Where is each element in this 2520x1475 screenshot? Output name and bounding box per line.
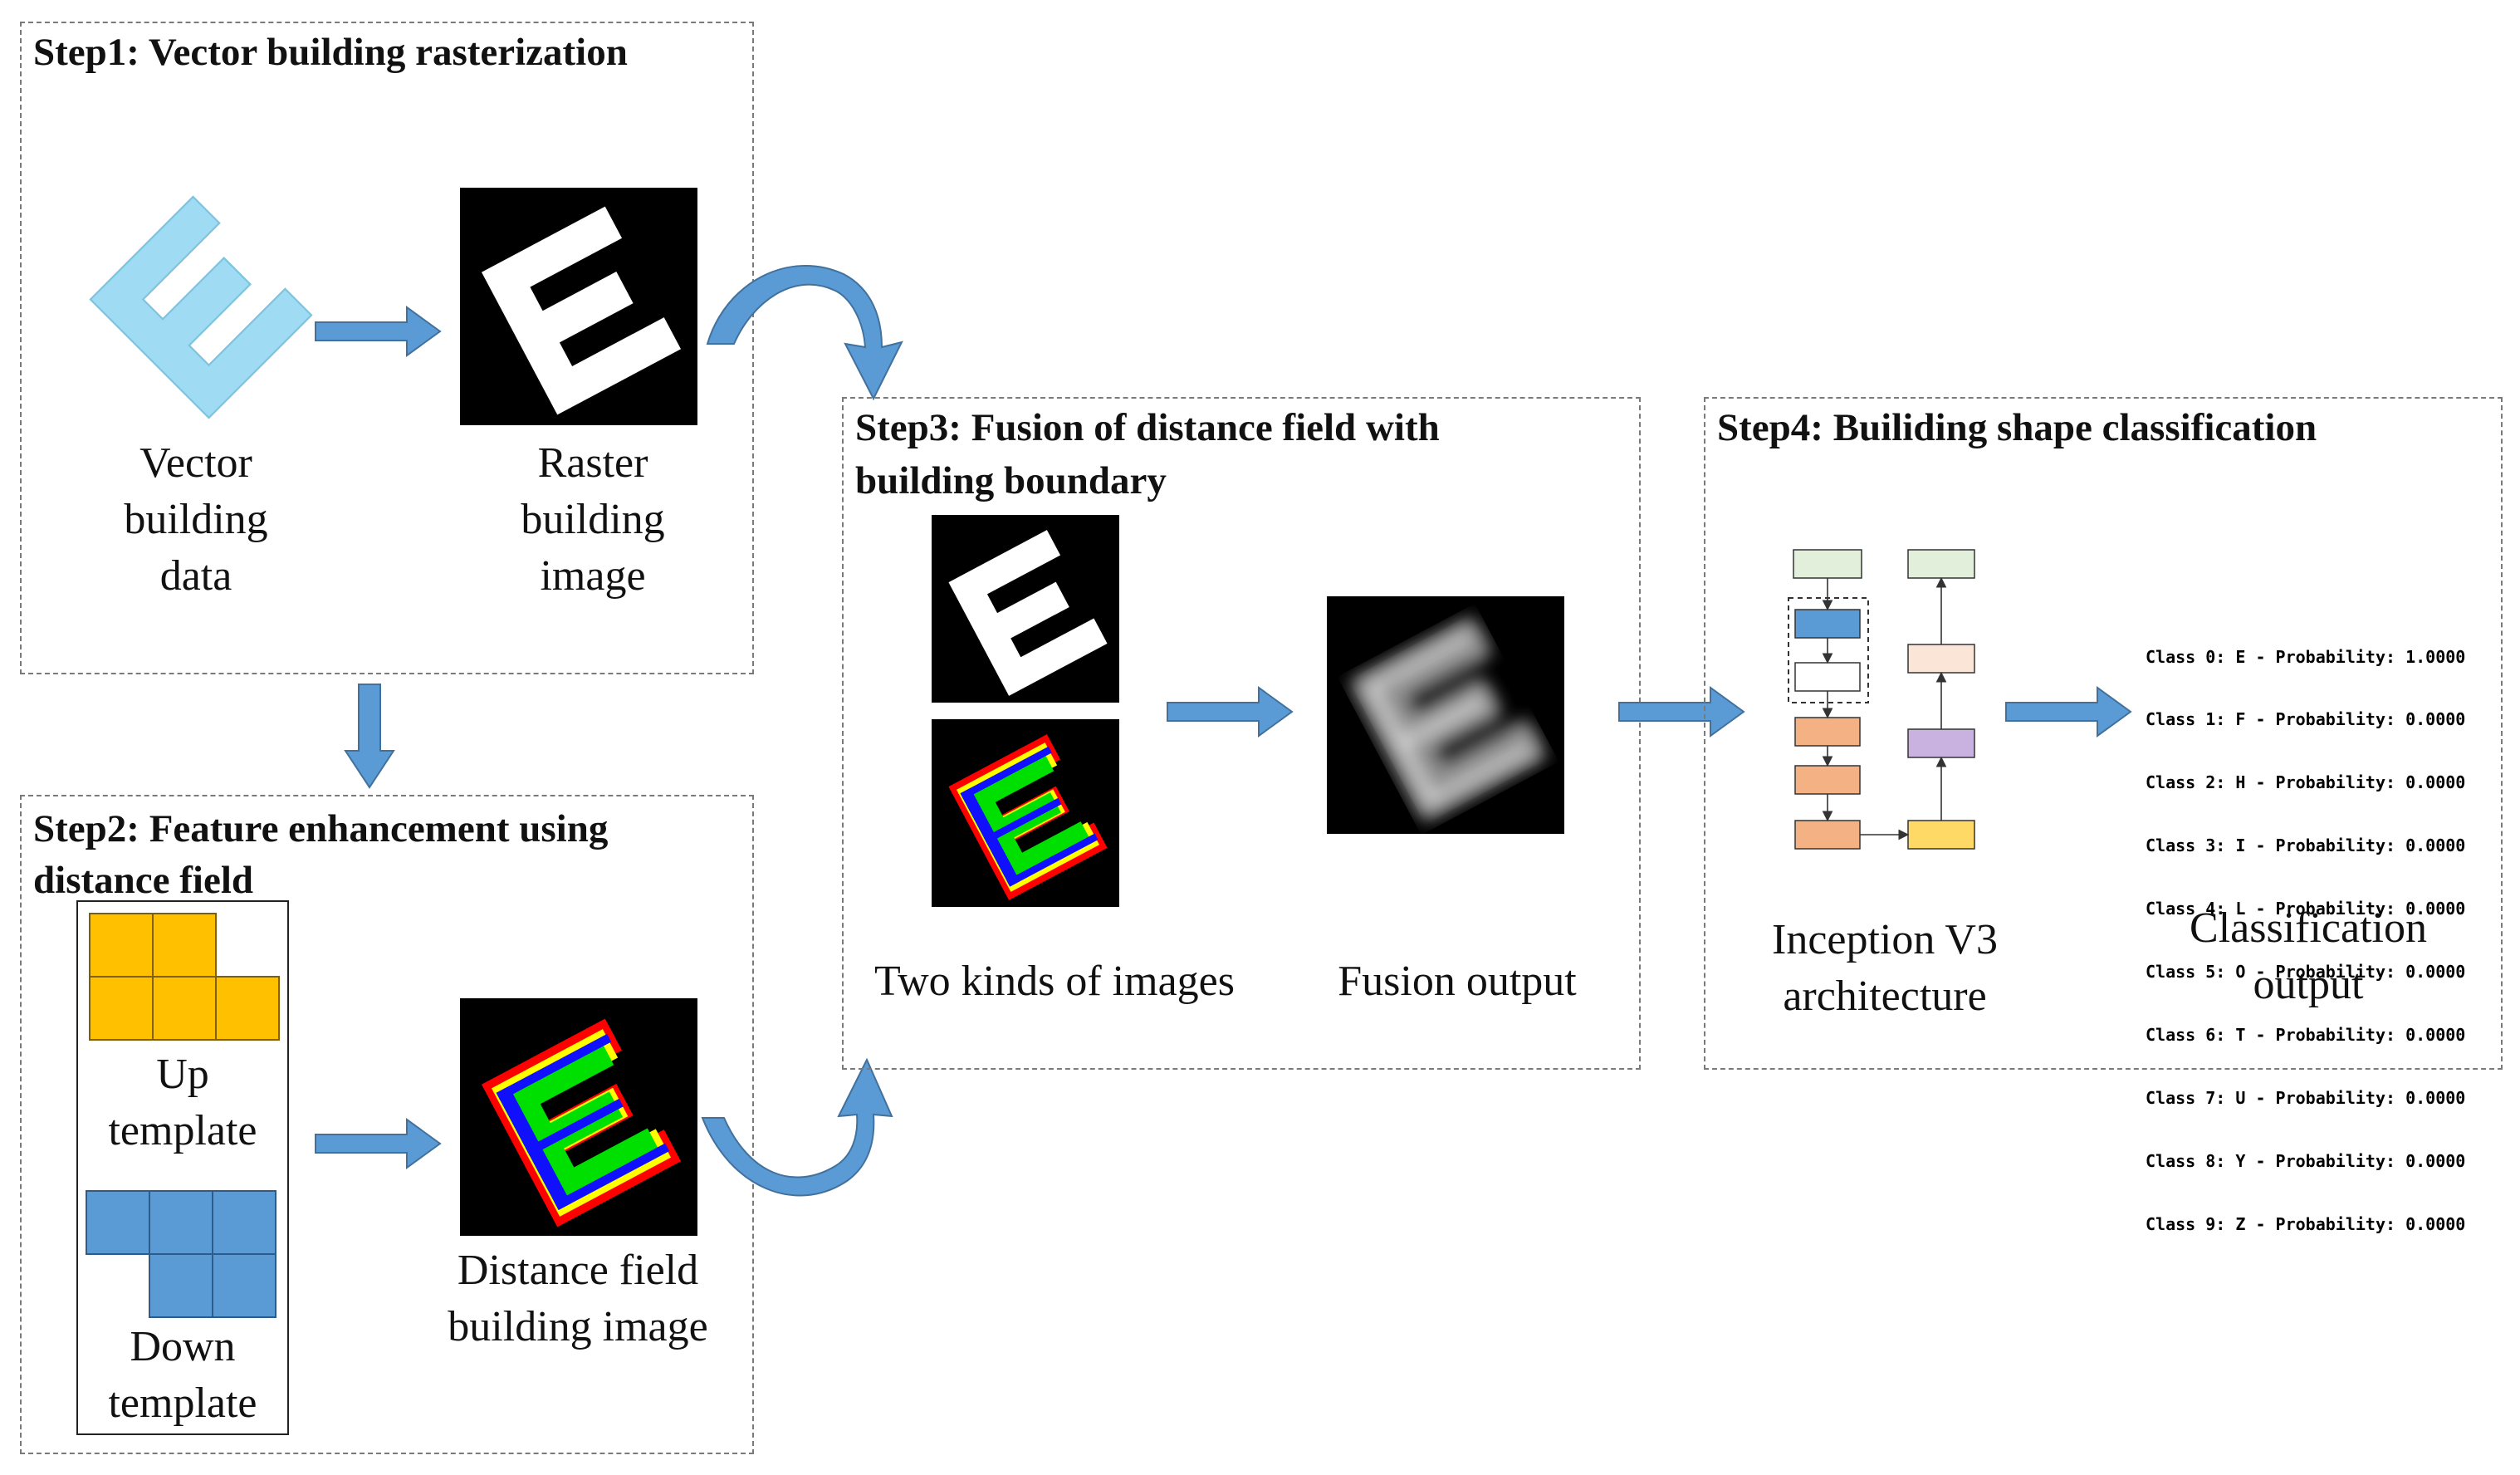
- step4-title: Step4: Builiding shape classification: [1717, 406, 2317, 449]
- curved-arrow-step2-to-step3: [701, 1057, 893, 1197]
- step1-panel: [20, 22, 754, 674]
- down-template-caption: Down template: [108, 1323, 257, 1427]
- arrow-templates-to-distance: [315, 1118, 442, 1169]
- class-line: Class 4: L - Probability: 0.0000: [2146, 899, 2466, 919]
- down-template-grid: [86, 1190, 276, 1318]
- distance-field-image: [460, 998, 697, 1236]
- arrow-step3-to-step4: [1618, 686, 1745, 738]
- class-line: Class 5: O - Probability: 0.0000: [2146, 962, 2466, 983]
- step2-title-line2: distance field: [33, 859, 254, 902]
- class-line: Class 8: Y - Probability: 0.0000: [2146, 1150, 2466, 1171]
- class-line: Class 6: T - Probability: 0.0000: [2146, 1024, 2466, 1045]
- templates-frame: [76, 900, 289, 1435]
- up-template-grid: [89, 913, 280, 1041]
- arrow-network-to-output: [2005, 686, 2132, 738]
- inception-caption: Inception V3 architecture: [1772, 916, 1998, 1020]
- step4-panel: [1704, 397, 2503, 1070]
- arrow-vector-to-raster: [315, 306, 442, 357]
- step2-panel: [20, 795, 754, 1454]
- inception-v3-diagram: [1788, 549, 1975, 850]
- inputs-caption: Two kinds of images: [874, 958, 1235, 1005]
- arrow-inputs-to-fusion: [1167, 686, 1294, 738]
- raster-building-image: [460, 188, 697, 425]
- curved-arrow-step1-to-step3: [706, 265, 903, 401]
- step1-title: Step1: Vector building rasterization: [33, 31, 628, 74]
- input-raster-image: [932, 515, 1119, 703]
- raster-building-caption: Raster building image: [521, 439, 665, 600]
- class-line: Class 0: E - Probability: 1.0000: [2146, 646, 2466, 667]
- fusion-output-image: [1327, 596, 1564, 834]
- vector-building-icon: [89, 195, 313, 419]
- step3-panel: [842, 397, 1641, 1070]
- fusion-output-caption: Fusion output: [1338, 958, 1577, 1005]
- vector-building-caption: Vector building data: [124, 439, 268, 600]
- classification-output-list: Class 0: E - Probability: 1.0000 Class 1…: [2146, 605, 2494, 1256]
- class-line: Class 2: H - Probability: 0.0000: [2146, 772, 2466, 793]
- up-template-caption: Up template: [108, 1051, 257, 1154]
- step3-title-line1: Step3: Fusion of distance field with: [855, 406, 1440, 449]
- input-distance-image: [932, 719, 1119, 907]
- class-line: Class 1: F - Probability: 0.0000: [2146, 709, 2466, 730]
- class-line: Class 9: Z - Probability: 0.0000: [2146, 1213, 2466, 1234]
- arrow-step1-to-step2: [344, 684, 395, 789]
- class-line: Class 3: I - Probability: 0.0000: [2146, 836, 2466, 856]
- step2-title-line1: Step2: Feature enhancement using: [33, 807, 609, 850]
- class-line: Class 7: U - Probability: 0.0000: [2146, 1087, 2466, 1108]
- classification-caption: Classification output: [2190, 904, 2427, 1008]
- distance-field-caption: Distance field building image: [448, 1247, 708, 1350]
- step3-title-line2: building boundary: [855, 459, 1167, 502]
